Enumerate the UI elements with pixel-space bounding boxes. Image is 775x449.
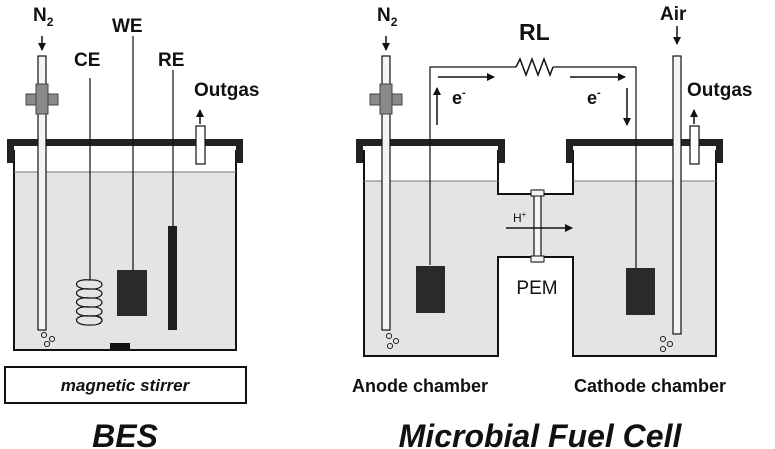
proton-label: H+ <box>513 210 527 225</box>
bes-lid <box>7 139 243 146</box>
external-circuit <box>429 56 637 268</box>
bes-liquid <box>14 172 236 350</box>
bes-stir-bar <box>110 343 130 349</box>
bes-working-electrode <box>117 36 147 316</box>
bes-we-label: WE <box>112 16 143 37</box>
mfc-diagram: N2 RL Air Outgas e- e- H+ PEM Anode cham… <box>352 4 752 449</box>
mfc-n2-label: N2 <box>377 5 398 29</box>
pem-membrane <box>530 189 545 263</box>
resistor-icon <box>515 56 554 78</box>
mfc-outgas-port <box>689 109 700 165</box>
bes-diagram: N2 CE WE RE Outgas magnetic stirrer BES <box>4 5 259 449</box>
bes-ce-label: CE <box>74 50 100 71</box>
cathode-electrode <box>626 268 655 315</box>
bes-re-label: RE <box>158 50 184 71</box>
bes-reference-electrode <box>168 70 177 330</box>
mfc-cathode-lid <box>566 139 723 146</box>
anode-electrode <box>416 266 445 313</box>
electron-label-right: e- <box>587 87 601 108</box>
anode-chamber-label: Anode chamber <box>352 376 488 396</box>
load-resistor-label: RL <box>519 19 550 45</box>
bes-counter-electrode <box>75 78 103 326</box>
bes-n2-label: N2 <box>33 5 54 29</box>
mfc-outgas-label: Outgas <box>687 80 752 101</box>
magnetic-stirrer-box <box>4 366 247 404</box>
mfc-title: Microbial Fuel Cell <box>399 418 683 449</box>
bes-outgas-port <box>195 109 206 165</box>
bes-n2-tube <box>25 36 59 348</box>
cathode-chamber-label: Cathode chamber <box>574 376 726 396</box>
electron-label-left: e- <box>452 87 466 108</box>
bes-beaker <box>13 150 237 351</box>
bes-outgas-label: Outgas <box>194 80 259 101</box>
mfc-n2-tube <box>369 36 403 350</box>
bes-title: BES <box>92 418 158 449</box>
magnetic-stirrer-label: magnetic stirrer <box>61 376 191 395</box>
mfc-air-tube <box>659 26 682 353</box>
pem-label: PEM <box>516 278 557 299</box>
air-label: Air <box>660 4 687 25</box>
